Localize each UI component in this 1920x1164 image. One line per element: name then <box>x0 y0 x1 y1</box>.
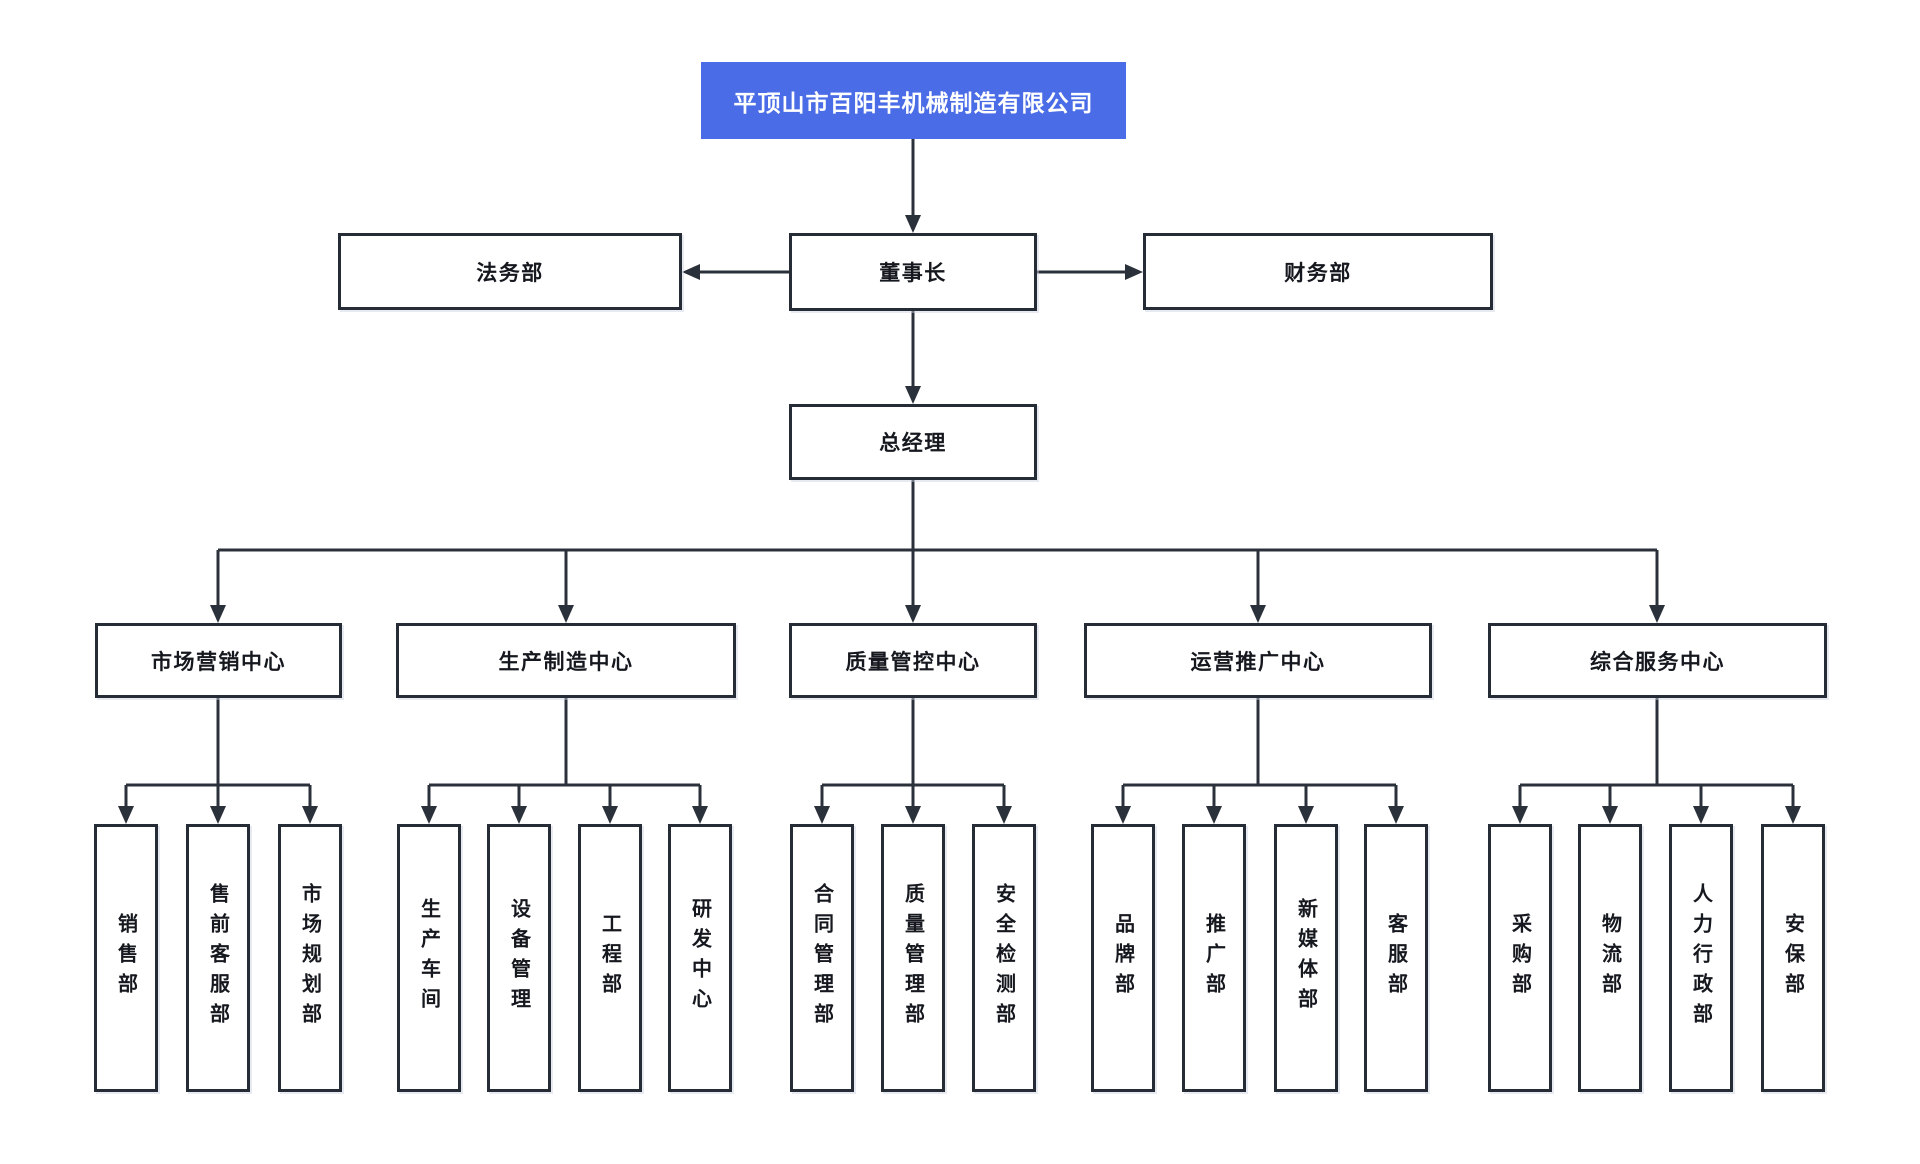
safety-inspection-dept-node: 安全检测部 <box>972 824 1036 1092</box>
customer-service-dept-label: 客服部 <box>1384 913 1407 1003</box>
connector-chairman-legal <box>682 264 789 280</box>
general-manager-label: 总经理 <box>879 432 947 455</box>
equipment-mgmt-label: 设备管理 <box>507 898 530 1018</box>
logistics-dept-label: 物流部 <box>1598 913 1621 1003</box>
production-workshop-label: 生产车间 <box>417 898 440 1018</box>
services-center-node: 综合服务中心 <box>1488 623 1827 698</box>
presales-service-dept-node: 售前客服部 <box>186 824 250 1092</box>
connector-marketing-leaves <box>118 698 318 824</box>
promotion-dept-node: 推广部 <box>1182 824 1246 1092</box>
brand-dept-node: 品牌部 <box>1091 824 1155 1092</box>
connector-root-chairman <box>905 139 921 233</box>
purchasing-dept-node: 采购部 <box>1488 824 1552 1092</box>
purchasing-dept-label: 采购部 <box>1508 913 1531 1003</box>
contract-mgmt-dept-label: 合同管理部 <box>810 883 833 1033</box>
hr-admin-dept-label: 人力行政部 <box>1689 883 1712 1033</box>
security-dept-node: 安保部 <box>1761 824 1825 1092</box>
market-planning-dept-label: 市场规划部 <box>298 883 321 1033</box>
production-center-label: 生产制造中心 <box>498 650 634 674</box>
legal-dept-label: 法务部 <box>476 261 544 285</box>
quality-mgmt-dept-label: 质量管理部 <box>901 883 924 1033</box>
marketing-center-node: 市场营销中心 <box>95 623 342 698</box>
connector-operations-leaves <box>1115 698 1404 824</box>
connector-quality-leaves <box>814 698 1012 824</box>
presales-service-dept-label: 售前客服部 <box>206 883 229 1033</box>
new-media-dept-node: 新媒体部 <box>1274 824 1338 1092</box>
chairman-node: 董事长 <box>789 233 1037 311</box>
engineering-dept-label: 工程部 <box>598 913 621 1003</box>
marketing-center-label: 市场营销中心 <box>151 650 286 674</box>
production-center-node: 生产制造中心 <box>396 623 736 698</box>
operations-center-node: 运营推广中心 <box>1084 623 1432 698</box>
security-dept-label: 安保部 <box>1781 913 1804 1003</box>
general-manager-node: 总经理 <box>789 404 1037 480</box>
contract-mgmt-dept-node: 合同管理部 <box>790 824 854 1092</box>
company-name-label: 平顶山市百阳丰机械制造有限公司 <box>733 89 1094 116</box>
engineering-dept-node: 工程部 <box>578 824 642 1092</box>
promotion-dept-label: 推广部 <box>1202 913 1225 1003</box>
sales-dept-label: 销售部 <box>114 913 137 1003</box>
finance-dept-label: 财务部 <box>1284 261 1352 285</box>
quality-mgmt-dept-node: 质量管理部 <box>881 824 945 1092</box>
equipment-mgmt-node: 设备管理 <box>487 824 551 1092</box>
rd-center-node: 研发中心 <box>668 824 732 1092</box>
operations-center-label: 运营推广中心 <box>1190 650 1326 674</box>
production-workshop-node: 生产车间 <box>397 824 461 1092</box>
connector-gm-centers <box>210 480 1665 623</box>
quality-center-label: 质量管控中心 <box>845 650 981 674</box>
market-planning-dept-node: 市场规划部 <box>278 824 342 1092</box>
connector-production-leaves <box>421 698 708 824</box>
customer-service-dept-node: 客服部 <box>1364 824 1428 1092</box>
connector-chairman-gm <box>905 311 921 404</box>
hr-admin-dept-node: 人力行政部 <box>1669 824 1733 1092</box>
brand-dept-label: 品牌部 <box>1111 913 1134 1003</box>
connector-chairman-finance <box>1037 264 1143 280</box>
company-root-node: 平顶山市百阳丰机械制造有限公司 <box>701 62 1126 139</box>
legal-dept-node: 法务部 <box>338 233 682 310</box>
connector-services-leaves <box>1512 698 1801 824</box>
logistics-dept-node: 物流部 <box>1578 824 1642 1092</box>
new-media-dept-label: 新媒体部 <box>1294 898 1317 1018</box>
services-center-label: 综合服务中心 <box>1590 650 1725 674</box>
safety-inspection-dept-label: 安全检测部 <box>992 883 1015 1033</box>
rd-center-label: 研发中心 <box>688 898 711 1018</box>
chairman-label: 董事长 <box>879 262 947 285</box>
finance-dept-node: 财务部 <box>1143 233 1493 310</box>
sales-dept-node: 销售部 <box>94 824 158 1092</box>
quality-center-node: 质量管控中心 <box>789 623 1037 698</box>
